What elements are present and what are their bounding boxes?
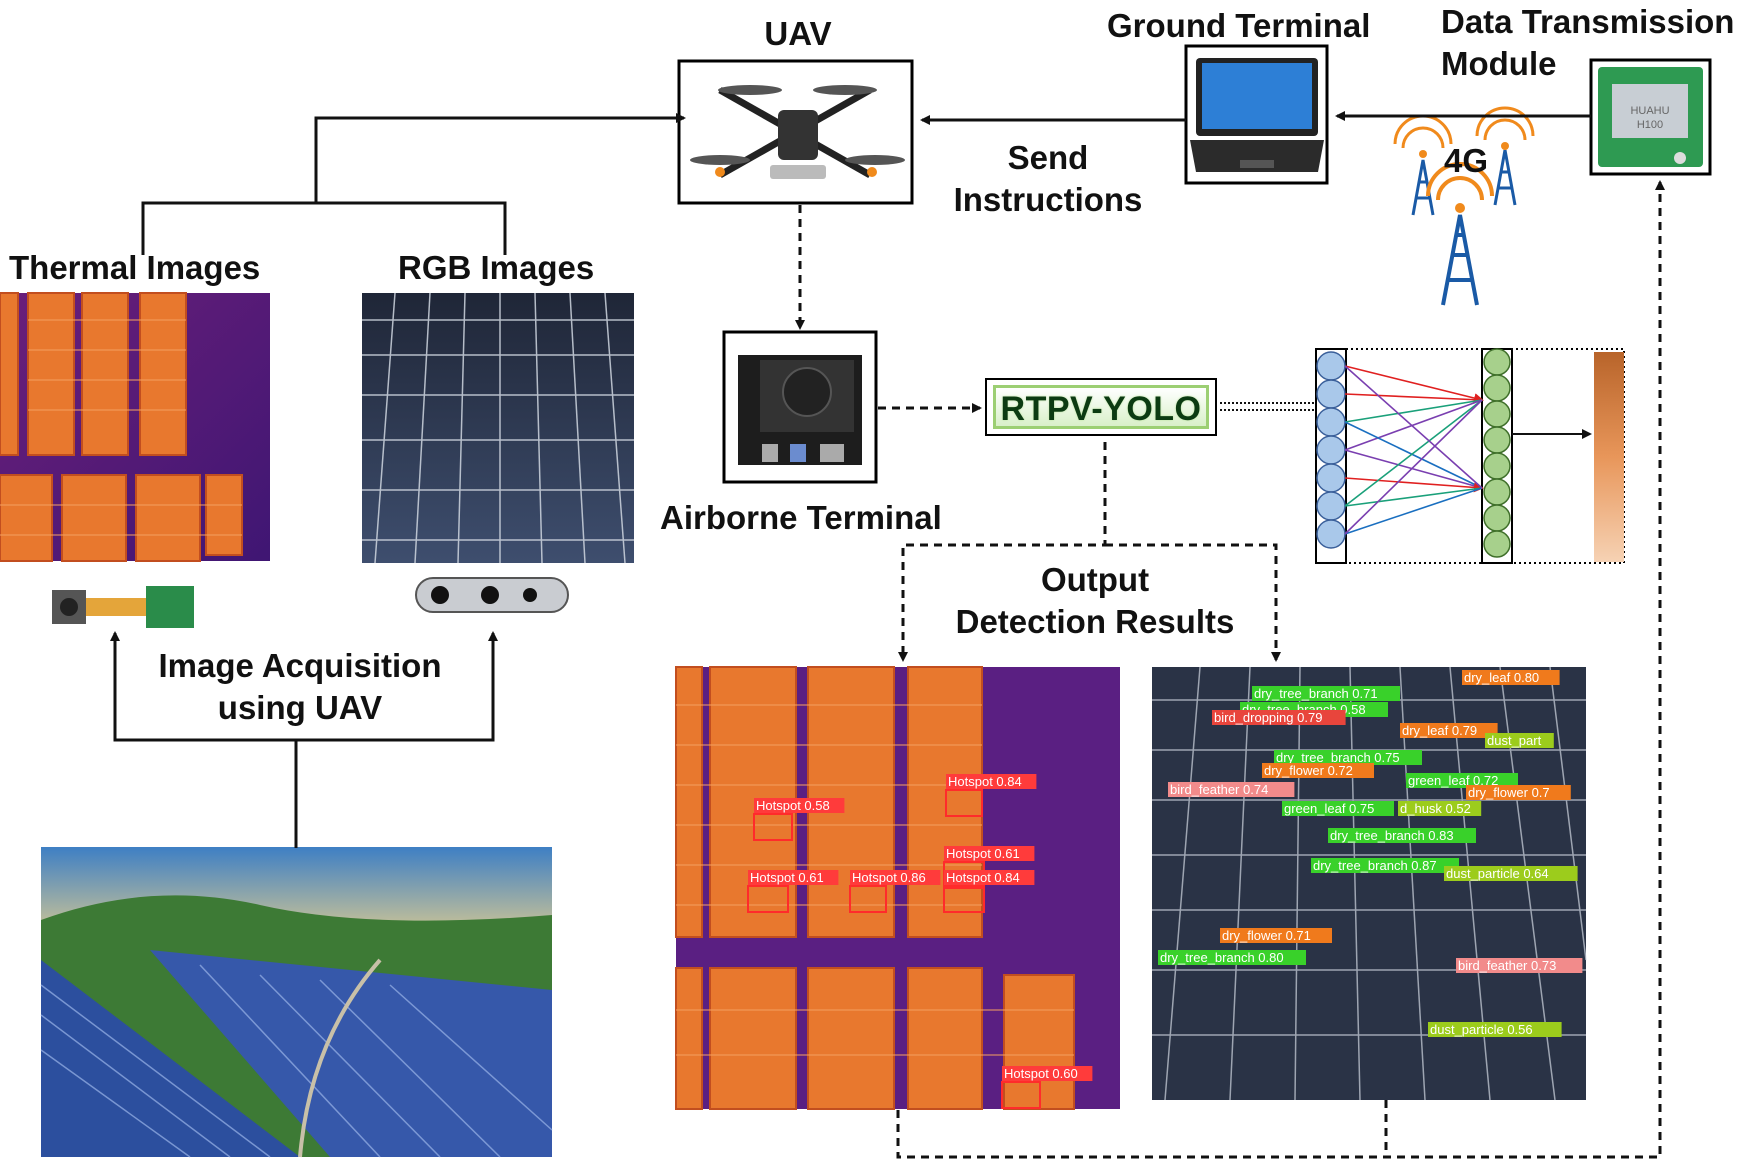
thermal-camera-icon xyxy=(52,586,194,628)
tower-icon xyxy=(1393,114,1453,216)
hotspot-detection-label: Hotspot 0.58 xyxy=(754,798,845,813)
drone-icon xyxy=(690,85,905,179)
acquisition-connectors xyxy=(110,113,686,848)
svg-text:dry_leaf 0.79: dry_leaf 0.79 xyxy=(1402,723,1477,738)
hotspot-detection-label: Hotspot 0.84 xyxy=(944,870,1035,885)
data-module-label-line1: Data Transmission xyxy=(1441,3,1735,40)
svg-text:dry_tree_branch 0.80: dry_tree_branch 0.80 xyxy=(1160,950,1284,965)
svg-text:Hotspot 0.61: Hotspot 0.61 xyxy=(750,870,824,885)
svg-text:dry_tree_branch 0.87: dry_tree_branch 0.87 xyxy=(1313,858,1437,873)
rgb-detection-label: green_leaf 0.75 xyxy=(1282,801,1394,816)
laptop-icon xyxy=(1190,58,1324,172)
rtpv-yolo-model-box: RTPV-YOLO xyxy=(985,378,1217,436)
network-schematic xyxy=(1315,348,1625,564)
svg-text:dry_tree_branch 0.83: dry_tree_branch 0.83 xyxy=(1330,828,1454,843)
rgb-detection-label: d_husk 0.52 xyxy=(1398,801,1482,816)
hotspot-detection-label: Hotspot 0.86 xyxy=(850,870,941,885)
rtpv-yolo-label: RTPV-YOLO xyxy=(993,385,1209,429)
airborne-terminal-label: Airborne Terminal xyxy=(660,499,942,536)
svg-text:dust_particle 0.56: dust_particle 0.56 xyxy=(1430,1022,1533,1037)
svg-text:d_husk 0.52: d_husk 0.52 xyxy=(1400,801,1471,816)
svg-text:green_leaf 0.75: green_leaf 0.75 xyxy=(1284,801,1374,816)
rgb-detection-label: dry_tree_branch 0.71 xyxy=(1252,686,1400,701)
rgb-detection-label: dry_tree_branch 0.87 xyxy=(1311,858,1459,873)
hotspot-detection-label: Hotspot 0.61 xyxy=(944,846,1035,861)
output-label-line2: Detection Results xyxy=(955,603,1235,640)
rgb-images-label: RGB Images xyxy=(398,249,595,286)
svg-text:Hotspot 0.86: Hotspot 0.86 xyxy=(852,870,926,885)
rgb-detection-label: bird_dropping 0.79 xyxy=(1212,710,1346,725)
svg-text:dry_tree_branch 0.75: dry_tree_branch 0.75 xyxy=(1276,750,1400,765)
rgb-detection-label: dry_leaf 0.79 xyxy=(1400,723,1498,738)
rgb-detection-label: dust_particle 0.64 xyxy=(1444,866,1578,881)
svg-text:dust_particle 0.64: dust_particle 0.64 xyxy=(1446,866,1549,881)
rgb-detection-label: dry_leaf 0.80 xyxy=(1462,670,1560,685)
data-module-label-line2: Module xyxy=(1441,45,1557,82)
rgb-detection-label: dry_flower 0.71 xyxy=(1220,928,1332,943)
svg-text:Hotspot 0.84: Hotspot 0.84 xyxy=(946,870,1020,885)
svg-text:bird_feather 0.73: bird_feather 0.73 xyxy=(1458,958,1556,973)
command-arrows xyxy=(920,111,1591,125)
tower-icon xyxy=(1475,106,1535,206)
ground-terminal-label: Ground Terminal xyxy=(1107,7,1371,44)
signal-4g-label: 4G xyxy=(1444,142,1489,179)
svg-text:dust_part: dust_part xyxy=(1487,733,1542,748)
jetson-board-icon xyxy=(738,355,862,465)
send-instructions-line1: Send xyxy=(1007,139,1089,176)
rgb-detection-label: bird_feather 0.74 xyxy=(1168,782,1295,797)
module-model-text: H100 xyxy=(1637,119,1663,131)
send-instructions-line2: Instructions xyxy=(953,181,1143,218)
module-brand-text: HUAHU xyxy=(1630,105,1669,117)
svg-text:green_leaf 0.72: green_leaf 0.72 xyxy=(1408,773,1498,788)
svg-text:Hotspot 0.60: Hotspot 0.60 xyxy=(1004,1066,1078,1081)
thermal-images-label: Thermal Images xyxy=(9,249,261,286)
rgb-input-image xyxy=(362,292,634,564)
hotspot-detection-label: Hotspot 0.60 xyxy=(1002,1066,1093,1081)
rgb-detection-label: dry_flower 0.7 xyxy=(1466,785,1571,800)
airborne-terminal-box xyxy=(722,330,878,484)
rgb-detection-label: green_leaf 0.72 xyxy=(1406,773,1518,788)
rgb-detection-label: dust_particle 0.56 xyxy=(1428,1022,1562,1037)
depth-camera-icon xyxy=(415,577,569,613)
transmission-module-icon: HUAHU H100 xyxy=(1598,67,1703,167)
acquisition-label-line1: Image Acquisition xyxy=(158,647,442,684)
output-label-line1: Output xyxy=(1040,561,1150,598)
svg-text:dry_flower 0.7: dry_flower 0.7 xyxy=(1468,785,1550,800)
rgb-detection-label: bird_feather 0.73 xyxy=(1456,958,1583,973)
hotspot-detection-label: Hotspot 0.84 xyxy=(946,774,1037,789)
rgb-detection-label: dry_tree_branch 0.75 xyxy=(1274,750,1422,765)
rgb-detection-label: dry_tree_branch 0.83 xyxy=(1328,828,1476,843)
thermal-input-image xyxy=(0,292,270,562)
data-module-box: HUAHU H100 xyxy=(1589,58,1712,176)
svg-text:Hotspot 0.61: Hotspot 0.61 xyxy=(946,846,1020,861)
hotspot-detection-label: Hotspot 0.61 xyxy=(748,870,839,885)
svg-text:dry_leaf 0.80: dry_leaf 0.80 xyxy=(1464,670,1539,685)
svg-text:bird_feather 0.74: bird_feather 0.74 xyxy=(1170,782,1268,797)
svg-text:Hotspot 0.84: Hotspot 0.84 xyxy=(948,774,1022,789)
dataflow-arrows xyxy=(795,180,1665,1159)
svg-text:dry_flower 0.72: dry_flower 0.72 xyxy=(1264,763,1353,778)
ground-terminal-box xyxy=(1184,44,1329,185)
acquisition-label-line2: using UAV xyxy=(217,689,383,726)
svg-text:bird_dropping 0.79: bird_dropping 0.79 xyxy=(1214,710,1322,725)
svg-text:dry_flower 0.71: dry_flower 0.71 xyxy=(1222,928,1311,943)
uav-label: UAV xyxy=(764,15,832,52)
svg-text:dry_tree_branch 0.71: dry_tree_branch 0.71 xyxy=(1254,686,1378,701)
svg-text:Hotspot 0.58: Hotspot 0.58 xyxy=(756,798,830,813)
rgb-detection-label: dry_flower 0.72 xyxy=(1262,763,1374,778)
uav-box xyxy=(677,59,914,205)
tower-icon xyxy=(1426,162,1494,306)
model-to-network-link xyxy=(1220,402,1314,411)
rgb-detection-label: dry_tree_branch 0.80 xyxy=(1158,950,1306,965)
solar-farm-photo xyxy=(40,847,553,1158)
rgb-detection-label: dust_part xyxy=(1485,733,1554,748)
